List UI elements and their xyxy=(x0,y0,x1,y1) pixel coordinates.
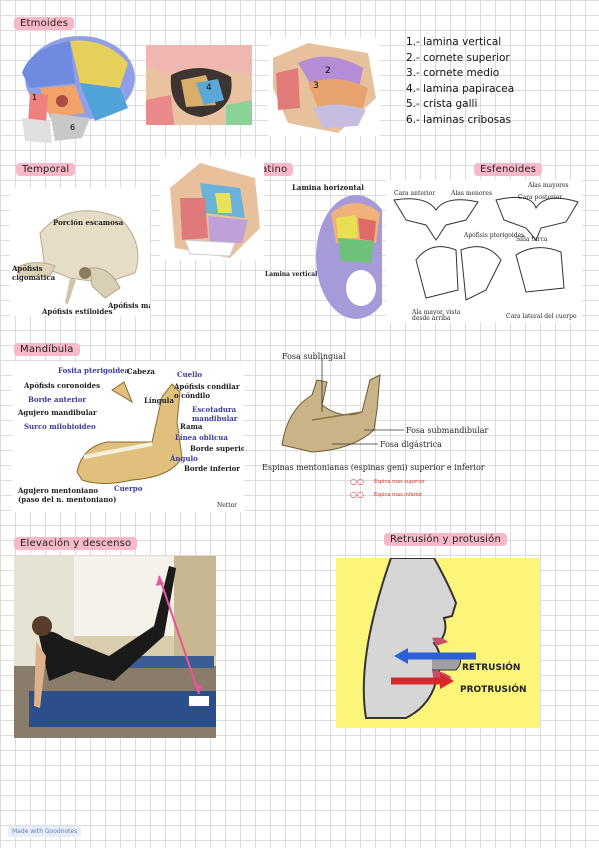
label-protrusion: PROTRUSIÓN xyxy=(460,685,527,695)
etmoides-number-6: 6 xyxy=(70,123,76,132)
skull-lateral-image: 1 6 xyxy=(10,33,135,145)
label-lamina-vertical: Lamina vertical xyxy=(265,271,318,278)
label-borde-inferior: Borde inferior xyxy=(184,464,240,473)
label-alas-menores: Alas menores xyxy=(451,190,493,197)
label-espina-sup: Espina mas superior xyxy=(374,479,425,485)
label-escotadura: Escotadura mandibular xyxy=(192,405,238,423)
label-linea-oblicua: Línea oblicua xyxy=(175,433,228,442)
circle-icon: ○○ xyxy=(350,490,364,499)
etmoides-number-2: 2 xyxy=(325,66,331,76)
label-angulo: Ángulo xyxy=(170,454,198,463)
label-agujero-mentoniano: Agujero mentoniano (paso del n. mentonia… xyxy=(18,486,117,504)
mandible-medial-image: Fosa sublingual Fosa submandibular Fosa … xyxy=(252,350,512,500)
etmoides-item: 3.- cornete medio xyxy=(406,67,500,79)
section-title-elevacion: Elevación y descenso xyxy=(14,537,138,550)
label-cabeza: Cabeza xyxy=(127,367,155,376)
label-cuello: Cuello xyxy=(177,370,203,379)
etmoides-number-3: 3 xyxy=(313,81,319,91)
etmoides-item: 4.- lamina papiracea xyxy=(406,82,515,95)
label-fosa-submandibular: Fosa submandibular xyxy=(406,426,489,435)
label-netter: Netter xyxy=(217,502,238,509)
label-apofisis-cigomatica: Apófisis cigomática xyxy=(12,264,56,282)
label-cara-anterior: Cara anterior xyxy=(394,190,436,197)
orbit-image: 4 xyxy=(146,45,252,125)
temporal-bone-image: Porción escamosa Apófisis cigomática Apó… xyxy=(10,188,150,316)
label-fosa-sublingual: Fosa sublingual xyxy=(282,352,346,361)
mandible-netter-image: Fosita pterigoidea Cabeza Cuello Apófisi… xyxy=(12,362,244,512)
palatino-lateral-image xyxy=(160,158,264,260)
etmoides-number-4: 4 xyxy=(206,83,212,93)
etmoides-item: 2.- cornete superior xyxy=(406,51,510,64)
label-fosita-pterigoidea: Fosita pterigoidea xyxy=(58,366,130,375)
palatino-inferior-image xyxy=(316,193,382,321)
section-title-retrusion: Retrusión y protusión xyxy=(384,533,508,546)
label-fosa-digastrica: Fosa digástrica xyxy=(380,440,442,449)
circle-icon: ○○ xyxy=(350,477,364,486)
label-retrusion: RETRUSIÓN xyxy=(462,663,521,673)
label-porcion-escamosa: Porción escamosa xyxy=(53,218,124,227)
esfenoides-drawings-image: Alas mayores Cara anterior Alas menores … xyxy=(386,180,582,322)
label-alas-mayores: Alas mayores xyxy=(528,182,569,189)
etmoides-list: 1.- lamina vertical 2.- cornete superior… xyxy=(406,35,514,128)
etmoides-item: 6.- laminas cribosas xyxy=(406,113,512,126)
label-lamina-horizontal: Lamina horizontal xyxy=(292,183,364,192)
etmoides-number-1: 1 xyxy=(32,93,38,102)
label-cara-lateral: Cara lateral del cuerpo xyxy=(506,313,577,320)
label-cara-posterior: Cara posterior xyxy=(518,194,563,201)
section-title-etmoides: Etmoides xyxy=(14,17,75,30)
retrusion-diagram-image: RETRUSIÓN PROTRUSIÓN xyxy=(336,558,540,728)
label-espina-inf: Espina mas inferior xyxy=(374,492,423,498)
label-agujero-mandibular: Agujero mandibular xyxy=(18,408,97,417)
label-cuerpo: Cuerpo xyxy=(114,484,143,493)
label-surco-milohioideo: Surco milohioideo xyxy=(24,422,96,431)
label-borde-superior: Borde superior xyxy=(190,444,244,453)
label-rama: Rama xyxy=(180,422,203,431)
etmoides-item: 1.- lamina vertical xyxy=(406,36,502,48)
label-silla-turca: Silla turca xyxy=(516,236,548,243)
label-apofisis-mastoides: Apófisis mastoides xyxy=(108,301,150,310)
goodnotes-badge: Made with Goodnotes xyxy=(8,826,82,837)
section-title-temporal: Temporal xyxy=(16,163,76,176)
etmoides-item: 5.- crista galli xyxy=(406,98,478,110)
nasal-cavity-image: 2 3 xyxy=(268,38,380,136)
section-title-esfenoides: Esfenoides xyxy=(474,163,543,176)
label-espinas-mentonianas: Espinas mentonianas (espinas geni) super… xyxy=(262,463,485,472)
label-apofisis-estiloides: Apófisis estiloides xyxy=(42,307,113,316)
label-borde-anterior: Borde anterior xyxy=(28,395,87,404)
label-lingula: Língula xyxy=(144,396,174,405)
section-title-mandibula: Mandíbula xyxy=(14,343,80,356)
label-ala-mayor-vista: Ala mayor, vista desde arriba xyxy=(412,309,461,322)
label-apofisis-pterigoides: Apófisis pterigoides xyxy=(464,232,525,239)
label-apofisis-condilar: Apófisis condilar o cóndilo xyxy=(174,382,240,400)
label-apofisis-coronoides: Apófisis coronoides xyxy=(24,381,101,390)
exercise-photo xyxy=(14,556,216,738)
